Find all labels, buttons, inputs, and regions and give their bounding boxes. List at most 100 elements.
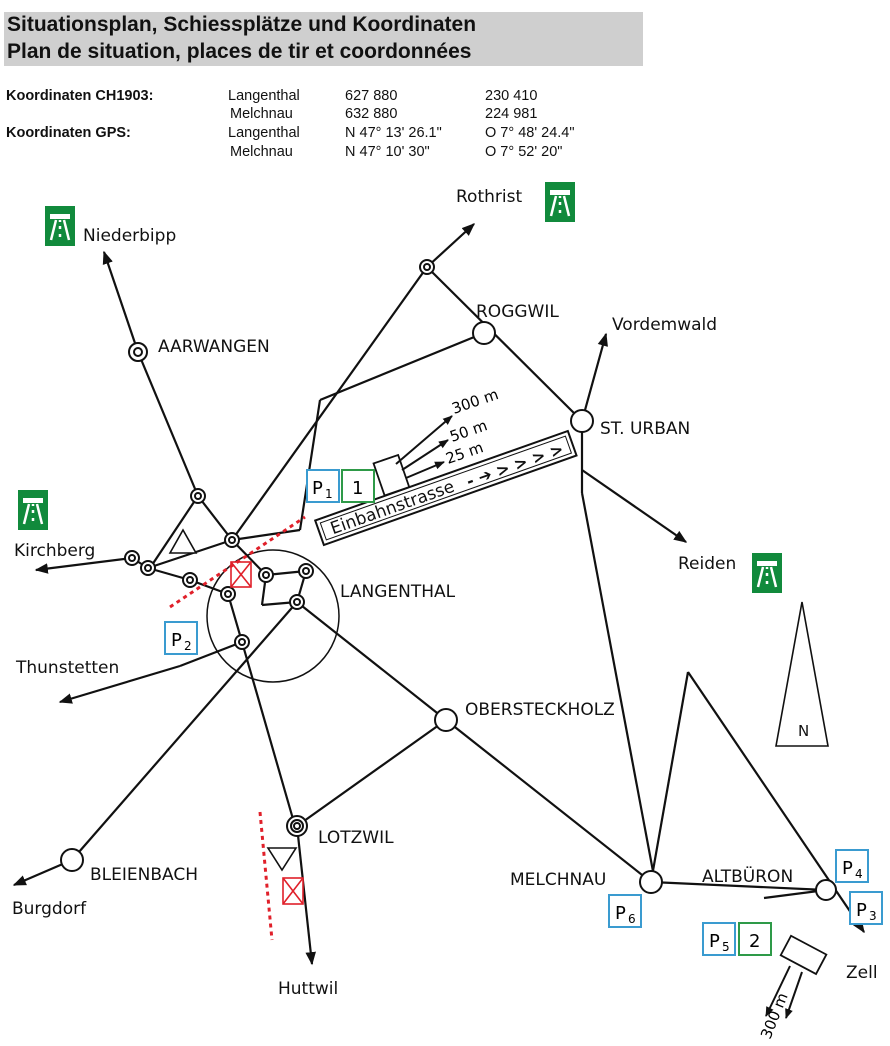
motorway-icon xyxy=(752,553,782,593)
destination-vordemwald: Vordemwald xyxy=(612,315,717,335)
svg-text:1: 1 xyxy=(352,478,363,499)
svg-text:P: P xyxy=(615,903,626,924)
motorway-icon xyxy=(45,206,75,246)
coord-value-a: 627 880 xyxy=(345,88,398,104)
parking-p5: P 5 xyxy=(702,922,736,956)
coord-gps-label: Koordinaten GPS: xyxy=(6,125,131,141)
coord-place: Langenthal xyxy=(228,125,300,141)
town-label-langenthal: LANGENTHAL xyxy=(340,582,456,602)
motorway-icon xyxy=(545,182,575,222)
road-obersteckholz-lotzwil xyxy=(296,719,447,827)
town-label-obersteckholz: OBERSTECKHOLZ xyxy=(465,700,615,720)
svg-text:1: 1 xyxy=(325,487,333,501)
road-lotzwil xyxy=(240,641,297,827)
town-label-lotzwil: LOTZWIL xyxy=(318,828,394,848)
intersections xyxy=(60,259,837,901)
road-kirchberg xyxy=(34,556,133,574)
svg-text:4: 4 xyxy=(855,867,863,881)
road-link xyxy=(149,495,199,569)
coord-place: Melchnau xyxy=(230,106,293,122)
town-label-bleienbach: BLEIENBACH xyxy=(90,865,198,885)
town-label-melchnau: MELCHNAU xyxy=(510,870,606,890)
town-label-roggwil: ROGGWIL xyxy=(476,302,559,322)
destination-burgdorf: Burgdorf xyxy=(12,899,87,919)
crossed-box xyxy=(230,561,252,588)
shooting-stand-triangle xyxy=(168,528,198,554)
road-niederbipp xyxy=(102,250,140,353)
crossed-box xyxy=(282,877,304,905)
road-roggwil-sturban xyxy=(426,266,583,422)
destination-reiden: Reiden xyxy=(678,554,736,574)
road-bleienbach xyxy=(71,601,298,861)
road-huttwil xyxy=(295,825,316,966)
destination-kirchberg: Kirchberg xyxy=(14,541,95,561)
coord-place: Langenthal xyxy=(228,88,300,104)
destination-labels: Niederbipp Rothrist Vordemwald Kirchberg… xyxy=(12,187,878,999)
road-link xyxy=(197,495,233,541)
destination-huttwil: Huttwil xyxy=(278,979,338,999)
parking-p4: P 4 xyxy=(835,849,869,883)
svg-text:P: P xyxy=(842,858,853,879)
road-roggwil xyxy=(319,331,485,402)
road-link xyxy=(179,640,243,668)
road-melchnau-north xyxy=(649,671,690,883)
svg-text:3: 3 xyxy=(869,909,877,923)
range-number-2: 2 xyxy=(738,922,772,956)
road-link xyxy=(231,539,267,576)
svg-text:P: P xyxy=(171,630,182,651)
svg-text:P: P xyxy=(312,478,323,499)
shooting-stand-triangle xyxy=(266,847,298,872)
coord-place: Melchnau xyxy=(230,144,293,160)
town-labels: AARWANGEN ROGGWIL ST. URBAN LANGENTHAL O… xyxy=(90,302,793,890)
road-melchnau xyxy=(445,719,652,883)
title-french: Plan de situation, places de tir et coor… xyxy=(4,39,643,66)
svg-text:5: 5 xyxy=(722,940,730,954)
road-link xyxy=(147,538,233,570)
motorway-icon xyxy=(18,490,48,530)
road-aarwangen-south xyxy=(136,351,200,497)
coord-value-a: N 47° 13' 26.1" xyxy=(345,125,442,141)
coord-value-a: 632 880 xyxy=(345,106,398,122)
road-zell xyxy=(687,671,865,934)
coord-value-a: N 47° 10' 30" xyxy=(345,144,430,160)
svg-text:6: 6 xyxy=(628,912,636,926)
svg-text:2: 2 xyxy=(749,931,760,952)
range-number-1: 1 xyxy=(341,469,375,503)
road-reiden xyxy=(581,469,688,543)
coord-value-b: 230 410 xyxy=(485,88,538,104)
svg-text:2: 2 xyxy=(184,639,192,653)
parking-p2: P 2 xyxy=(164,621,198,655)
range-boundary-line xyxy=(169,515,306,609)
town-label-altbueren: ALTBÜRON xyxy=(702,865,793,887)
langenthal-center-ring xyxy=(206,549,340,683)
road-link xyxy=(298,399,322,531)
svg-text:P: P xyxy=(709,931,720,952)
svg-text:P: P xyxy=(856,900,867,921)
coord-value-b: 224 981 xyxy=(485,106,538,122)
range-boundary-line xyxy=(258,811,274,941)
road-rothrist-arrow xyxy=(426,223,475,268)
destination-thunstetten: Thunstetten xyxy=(15,658,119,678)
road-sturban-melchnau xyxy=(580,492,657,883)
destination-niederbipp: Niederbipp xyxy=(83,226,176,246)
coord-value-b: O 7° 52' 20" xyxy=(485,144,563,160)
road-rothrist xyxy=(231,266,428,541)
title-german: Situationsplan, Schiessplätze und Koordi… xyxy=(4,12,643,39)
destination-rothrist: Rothrist xyxy=(456,187,522,207)
road-link xyxy=(231,528,301,542)
road-link xyxy=(226,593,244,643)
coord-ch1903-label: Koordinaten CH1903: xyxy=(6,88,154,104)
parking-p6: P 6 xyxy=(608,894,642,928)
town-label-aarwangen: AARWANGEN xyxy=(158,337,270,357)
north-label: N xyxy=(798,722,809,740)
road-thunstetten xyxy=(58,664,181,704)
road-altbueren xyxy=(650,880,827,892)
destination-zell: Zell xyxy=(846,963,878,983)
range-label-300m: 300 m xyxy=(449,385,500,418)
parking-p3: P 3 xyxy=(849,891,883,925)
north-arrow: N xyxy=(775,601,829,747)
coord-value-b: O 7° 48' 24.4" xyxy=(485,125,575,141)
road-vordemwald xyxy=(580,332,608,422)
road-obersteckholz xyxy=(296,601,447,721)
